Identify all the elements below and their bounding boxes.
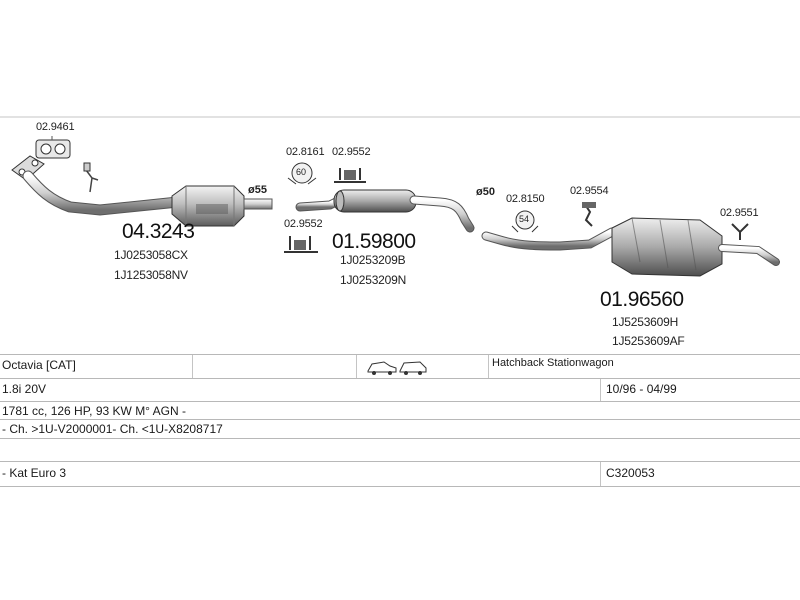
stationwagon-car-icon (399, 361, 427, 375)
table-spec: 1781 cc, 126 HP, 93 KW M° AGN - (2, 404, 186, 418)
table-rule-5 (0, 438, 800, 439)
clamp-028150-icon (511, 210, 539, 233)
catalytic-converter-icon (171, 185, 273, 227)
table-col-3 (488, 355, 489, 378)
hanger-029554-icon (582, 202, 596, 227)
catalyst-code[interactable]: 04.3243 (122, 220, 195, 243)
gasket-029461-icon (35, 136, 71, 159)
table-emission: - Kat Euro 3 (2, 466, 67, 480)
part-label-029554[interactable]: 02.9554 (570, 185, 609, 197)
middle-muffler-icon (295, 189, 475, 233)
diameter-label-50: ø50 (476, 186, 495, 198)
table-model: Octavia [CAT] (2, 358, 76, 372)
catalyst-oem-1: 1J0253058CX (114, 248, 188, 262)
rear-muffler-code[interactable]: 01.96560 (600, 288, 684, 311)
hanger-029551-icon (731, 223, 749, 240)
part-label-029552-bottom[interactable]: 02.9552 (284, 218, 323, 230)
part-label-029552-top[interactable]: 02.9552 (332, 146, 371, 158)
clamp-size-60: 60 (296, 167, 307, 177)
table-col-2 (356, 355, 357, 378)
part-label-029551[interactable]: 02.9551 (720, 207, 759, 219)
part-label-028161[interactable]: 02.8161 (286, 146, 325, 158)
table-ref: C320053 (606, 466, 655, 480)
catalyst-oem-2: 1J1253058NV (114, 268, 188, 282)
hanger-029552-top-icon (334, 168, 366, 183)
diameter-label-55: ø55 (248, 184, 267, 196)
table-col-1 (192, 355, 193, 378)
rear-muffler-oem-2: 1J5253609AF (612, 334, 685, 348)
front-downpipe-icon (11, 155, 184, 216)
table-rule-3 (0, 401, 800, 402)
table-body-type: Hatchback Stationwagon (492, 357, 614, 369)
part-label-028150[interactable]: 02.8150 (506, 193, 545, 205)
table-rule-1 (0, 354, 800, 355)
middle-muffler-oem-2: 1J0253209N (340, 273, 407, 287)
hanger-029552-bottom-icon (284, 236, 318, 253)
middle-muffler-oem-1: 1J0253209B (340, 253, 406, 267)
table-col-4 (600, 379, 601, 401)
rear-muffler-icon (481, 217, 780, 277)
part-label-029461[interactable]: 02.9461 (36, 121, 75, 133)
table-rule-7 (0, 486, 800, 487)
table-col-5 (600, 462, 601, 486)
rear-muffler-oem-1: 1J5253609H (612, 315, 679, 329)
clamp-size-54: 54 (519, 214, 530, 224)
table-engine: 1.8i 20V (2, 382, 47, 396)
table-rule-4 (0, 419, 800, 420)
middle-muffler-code[interactable]: 01.59800 (332, 230, 416, 253)
table-rule-6 (0, 461, 800, 462)
hatchback-car-icon (367, 361, 397, 375)
table-years: 10/96 - 04/99 (606, 382, 677, 396)
clamp-028161-icon (287, 162, 317, 185)
table-chassis: - Ch. >1U-V2000001- Ch. <1U-X8208717 (2, 422, 223, 436)
table-rule-2 (0, 378, 800, 379)
